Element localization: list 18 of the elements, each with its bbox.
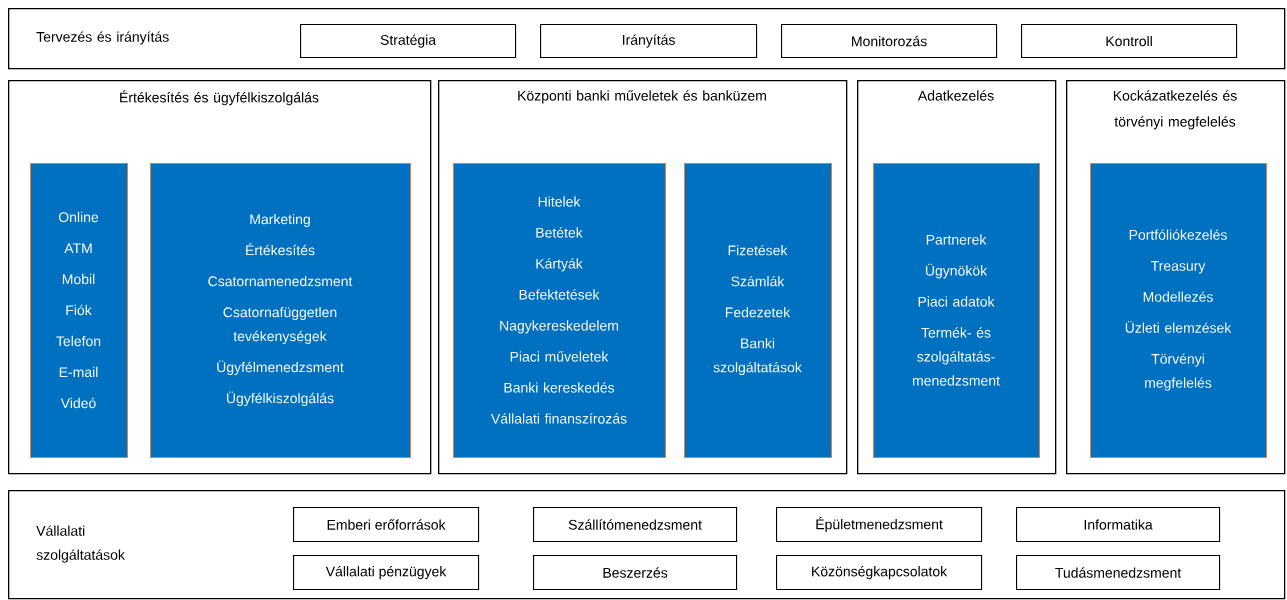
label-box: Kontroll [1021,24,1238,59]
list-box: Marketing Értékesítés Csatornamenedzsment Csatornafüggetlen tevékenységek Ügyfélmenedzsment Ügyfélkiszolgálás [150,163,411,458]
label-box: Emberi erőforrások [293,507,480,543]
label-box: Monitorozás [781,24,998,59]
label-box: Szállítómenedzsment [533,507,738,543]
label-box: Közönségkapcsolatok [776,555,983,591]
list-box: Online ATM Mobil Fiók Telefon E-mail Videó [30,163,128,458]
list-box: Hitelek Betétek Kártyák Befektetések Nagykereskedelem Piaci műveletek Banki kereskedés Vállalati finanszírozás [453,163,666,458]
label-box: Informatika [1016,507,1221,543]
label-box: Beszerzés [533,555,738,591]
label-box: Tudásmenedzsment [1016,555,1221,591]
label-box: Irányítás [540,24,758,59]
label-box: Épületmenedzsment [776,507,983,543]
label-box: Stratégia [300,24,517,59]
list-box: Partnerek Ügynökök Piaci adatok Termék- és szolgáltatás-menedzsment [873,163,1040,458]
label-box: Vállalati pénzügyek [293,555,480,591]
list-box: Portfóliókezelés Treasury Modellezés Üzleti elemzések Törvényi megfelelés [1090,163,1267,458]
list-box: Fizetések Számlák Fedezetek Banki szolgáltatások [684,163,832,458]
